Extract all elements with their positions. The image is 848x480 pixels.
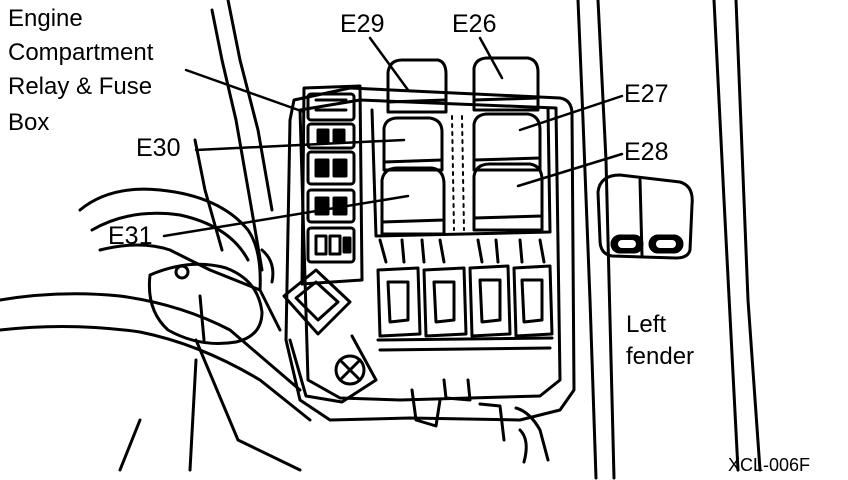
label-e27: E27 bbox=[624, 80, 669, 108]
label-e29: E29 bbox=[340, 10, 385, 38]
leader-e28 bbox=[516, 152, 624, 188]
left-fender-outline bbox=[576, 0, 762, 480]
relay-e27 bbox=[472, 112, 542, 172]
fuse-box-title-line-4: Box bbox=[8, 109, 50, 136]
figure-code: XCL-006F bbox=[728, 455, 811, 475]
leader-fuse-box bbox=[184, 68, 306, 114]
relay-e28 bbox=[472, 162, 544, 232]
leader-e31 bbox=[162, 194, 410, 238]
leader-e29 bbox=[368, 36, 410, 92]
label-e31: E31 bbox=[108, 222, 153, 250]
left-fender-label-line-1: Left bbox=[626, 311, 667, 338]
relay-e30 bbox=[382, 116, 444, 172]
relay-pin-row bbox=[378, 238, 546, 264]
fuse-box-title-line-3: Relay & Fuse bbox=[8, 73, 153, 100]
fusible-link-blocks bbox=[376, 264, 554, 352]
label-e30: E30 bbox=[136, 134, 181, 162]
callout-leader-lines bbox=[162, 36, 624, 238]
leader-e26 bbox=[478, 36, 504, 80]
relay-e26 bbox=[472, 56, 540, 112]
fuse-box-title-line-2: Compartment bbox=[8, 39, 154, 66]
leader-e27 bbox=[518, 94, 624, 132]
relay-e31 bbox=[380, 166, 446, 236]
left-fender-label-line-2: fender bbox=[626, 343, 695, 370]
fuse-box-title-line-1: Engine bbox=[8, 5, 83, 32]
leader-e30 bbox=[194, 138, 406, 152]
fender-bracket bbox=[596, 173, 694, 260]
fuse-column bbox=[300, 84, 364, 286]
label-e26: E26 bbox=[452, 10, 497, 38]
terminal-dot-strip bbox=[451, 115, 465, 231]
left-engine-components bbox=[0, 0, 312, 472]
label-e28: E28 bbox=[624, 138, 669, 166]
box-mount-bolt bbox=[282, 268, 378, 404]
